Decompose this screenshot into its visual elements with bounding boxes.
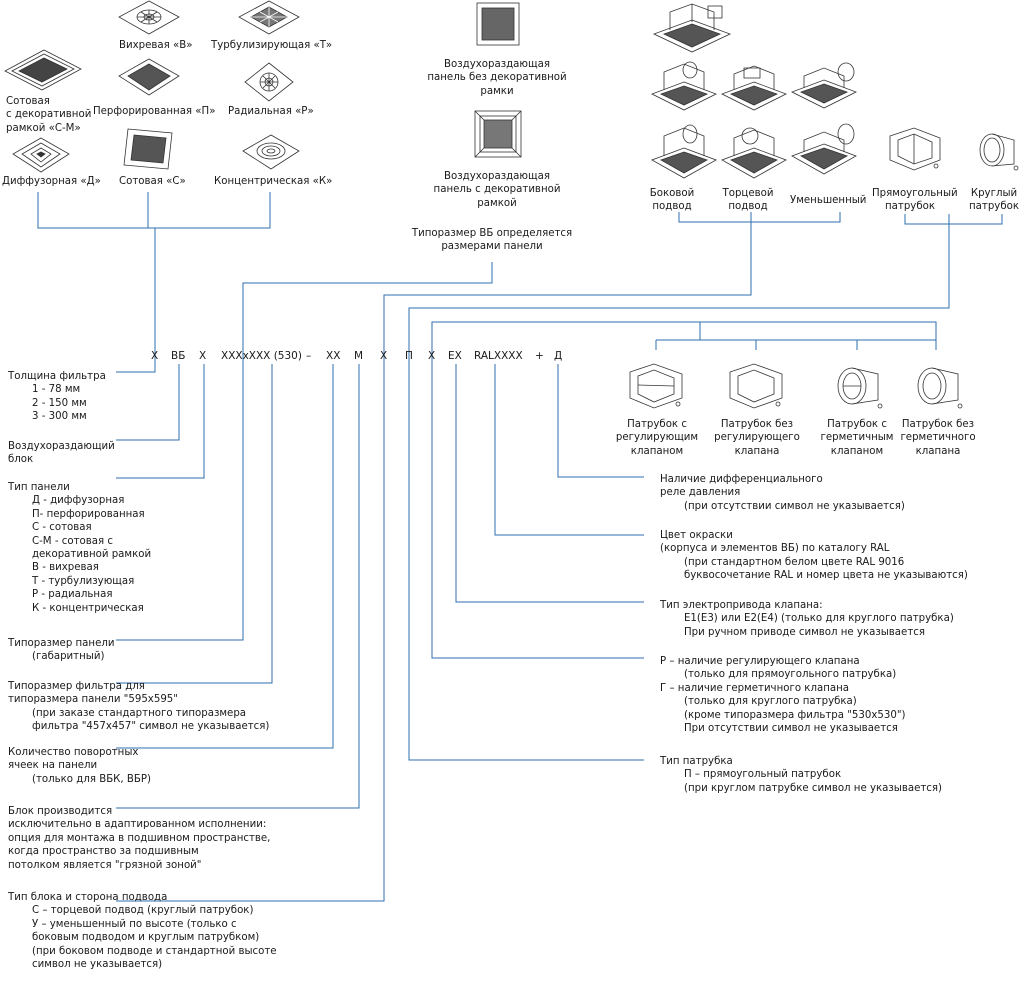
connector-panel-size-top [242,262,493,364]
code-valve: X [428,350,436,362]
label-turbulizing: Турбулизирующая «Т» [211,40,333,51]
nozzle-with-control-valve-illustration [626,362,686,410]
connector-filter-thickness [116,228,156,373]
code-panel-type: X [199,350,207,362]
desc-actuator: Тип электропривода клапана: E1(E3) или E… [660,600,954,638]
connector-color [494,364,644,536]
concentric-panel-illustration [242,134,300,170]
code-plus: + [535,350,544,362]
connector-panel-size [116,364,244,641]
desc-filter-size: Типоразмер фильтра для типоразмера панел… [8,681,270,733]
code-filter-thickness: X [151,350,159,362]
code-vb: ВБ [171,350,186,362]
code-nozzle: П [405,350,413,362]
connector-adapted [116,364,360,809]
connector-valve [431,364,644,659]
supply-bracket [678,212,841,223]
label-vortex: Вихревая «В» [119,40,193,51]
nozzle-with-sealed-valve-illustration [830,360,886,412]
label-diffuser: Диффузорная «Д» [2,176,101,187]
connector-actuator [455,364,644,603]
panel-group-bracket [37,192,271,229]
nozzle-bracket [904,214,1003,225]
connector-block-type [116,364,385,902]
connector-relay [557,364,644,478]
nozzle-without-sealed-valve-illustration [910,360,966,412]
connector-nozzle-type [408,364,644,761]
desc-panel-type: Тип панели Д - диффузорная П- перфориров… [8,482,152,614]
label-reduced: Уменьшенный [790,195,867,206]
end-supply-unit-1 [720,62,788,112]
side-supply-unit-1 [650,60,718,112]
code-relay: Д [554,350,563,362]
rect-nozzle-illustration [884,126,944,174]
code-ral: RALXXXX [474,350,523,362]
desc-cells: Количество поворотных ячеек на панели (т… [8,747,151,785]
honeycomb-frame-panel-illustration [4,49,82,91]
desc-color: Цвет окраски (корпуса и элементов ВБ) по… [660,530,968,582]
label-perforated: Перфорированная «П» [93,106,216,117]
code-block-type: X [380,350,388,362]
turbulizing-panel-illustration [238,0,300,36]
code-cells: XX [326,350,341,362]
radial-panel-illustration [244,62,294,102]
nozzle-without-control-valve-illustration [726,362,786,410]
honeycomb-panel-illustration [122,127,174,171]
label-honeycomb: Сотовая «С» [119,176,186,187]
connector-cells [116,364,334,749]
connector-block [116,364,180,441]
code-adapted: M [354,350,364,362]
connector-nozzle-variants [431,321,937,364]
connector-panel-type [116,364,205,479]
desc-block-type: Тип блока и сторона подвода С – торцевой… [8,892,277,971]
desc-adapted: Блок производится исключительно в адапти… [8,806,271,871]
code-actuator: EX [448,350,462,362]
vortex-panel-illustration [118,0,180,36]
code-panel-size: XXXxXXX (530) [221,350,302,362]
side-supply-unit-2 [650,122,718,180]
end-supply-unit-2 [720,124,788,180]
desc-valve: Р – наличие регулирующего клапана (тольк… [660,656,906,735]
perforated-panel-illustration [118,58,180,96]
panel-without-frame-illustration [476,2,520,46]
desc-panel-size: Типоразмер панели (габаритный) [8,638,115,663]
code-dash: – [306,350,312,362]
connector-filter-size [116,364,273,684]
desc-relay: Наличие дифференциального реле давления … [660,474,905,512]
desc-filter-thickness: Толщина фильтра 1 - 78 мм 2 - 150 мм 3 -… [8,371,106,423]
connector-nozzle [408,214,950,364]
reduced-unit-1 [790,58,858,110]
unit-illustration-top [652,2,732,54]
panel-with-frame-illustration [474,110,522,158]
reduced-unit-2 [790,118,858,176]
label-radial: Радиальная «Р» [228,106,314,117]
label-concentric: Концентрическая «К» [214,176,333,187]
desc-nozzle-type: Тип патрубка П – прямоугольный патрубок … [660,756,943,794]
connector-supply [383,212,752,364]
diffuser-panel-illustration [12,137,70,173]
round-nozzle-illustration [974,126,1022,174]
